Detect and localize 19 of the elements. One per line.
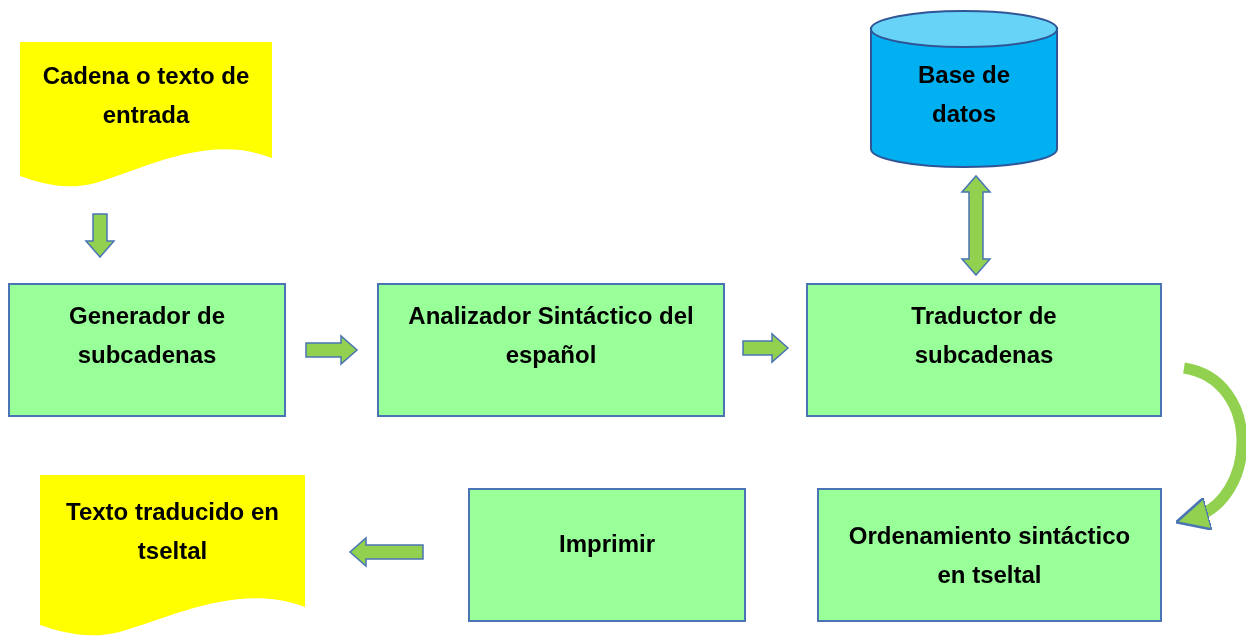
arrow	[960, 174, 992, 277]
node-label: Base de datos	[916, 60, 1012, 129]
process-box	[377, 283, 725, 417]
node-label: Generador de subcadenas	[67, 301, 226, 370]
arrow	[742, 332, 790, 364]
arrow	[348, 536, 424, 568]
process-box	[468, 488, 746, 622]
node-label: Traductor de subcadenas	[910, 301, 1058, 370]
node-label: Cadena o texto de entrada	[41, 61, 251, 130]
process-box	[806, 283, 1162, 417]
arrow	[305, 334, 359, 366]
node-label: Texto traducido en tseltal	[65, 497, 280, 566]
node-label: Analizador Sintáctico del español	[407, 301, 695, 370]
node-label: Ordenamiento sintáctico en tseltal	[847, 521, 1132, 590]
process-box	[817, 488, 1162, 622]
arrow	[84, 213, 116, 259]
process-box	[8, 283, 286, 417]
node-label: Imprimir	[559, 528, 655, 559]
arrow	[1175, 362, 1246, 528]
